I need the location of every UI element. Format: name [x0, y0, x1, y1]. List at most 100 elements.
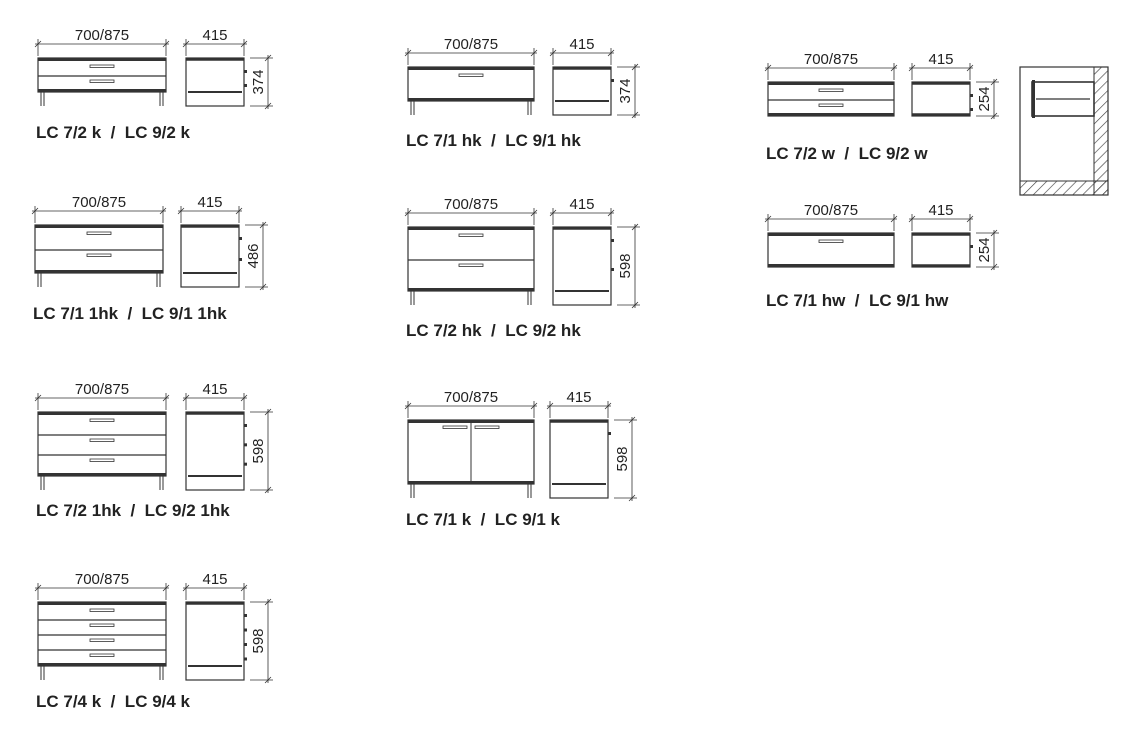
front-view: 700/875: [404, 36, 538, 115]
side-view: 415 598: [546, 389, 637, 502]
module-2: 700/875 415 486 LC 7/1 1hk / LC 9/1 1hk: [31, 194, 268, 323]
depth-dimension: 415: [202, 571, 227, 588]
width-dimension: 700/875: [444, 36, 498, 53]
handle-icon: [89, 638, 115, 642]
height-dimension: 374: [250, 69, 267, 94]
side-view: 415 598: [182, 381, 273, 494]
module-7: 700/875 415 598 LC 7/1 k / LC 9/1 k: [404, 389, 637, 529]
module-5: 700/875 415 374 LC 7/1 hk / LC 9/1 hk: [404, 36, 640, 150]
module-6: 700/875 415 598 LC 7/2 hk / LC 9/2 hk: [404, 196, 640, 340]
model-label: LC 7/2 hk / LC 9/2 hk: [406, 321, 581, 340]
handle-icon: [458, 263, 484, 267]
front-view: 700/875: [34, 27, 170, 106]
front-view: 700/875: [764, 51, 898, 117]
model-label: LC 7/2 1hk / LC 9/2 1hk: [36, 501, 230, 520]
knob-icon: [970, 245, 973, 248]
wall-mount-section-icon: [1019, 66, 1109, 196]
model-label: LC 7/2 k / LC 9/2 k: [36, 123, 191, 142]
height-dimension: 598: [250, 438, 267, 463]
depth-dimension: 415: [202, 381, 227, 398]
knob-icon: [244, 70, 247, 73]
handle-icon: [89, 653, 115, 657]
side-view: 415 254: [908, 51, 999, 120]
handle-icon: [442, 425, 468, 429]
module-9: 700/875 415 254 LC 7/1 hw / LC 9/1 hw: [764, 202, 999, 310]
handle-icon: [458, 233, 484, 237]
width-dimension: 700/875: [72, 194, 126, 211]
height-dimension: 254: [976, 86, 993, 111]
knob-icon: [239, 258, 242, 261]
module-4: 700/875 415 598 LC 7/4 k / LC 9/4 k: [34, 571, 273, 711]
depth-dimension: 415: [569, 196, 594, 213]
model-label: LC 7/1 hw / LC 9/1 hw: [766, 291, 949, 310]
knob-icon: [244, 628, 247, 632]
knob-icon: [244, 462, 247, 466]
knob-icon: [611, 79, 614, 82]
handle-icon: [458, 73, 484, 77]
handle-icon: [818, 239, 844, 243]
depth-dimension: 415: [569, 36, 594, 53]
height-dimension: 486: [245, 243, 262, 268]
module-8: 700/875 415 254 LC 7/2 w / LC 9/2 w: [764, 51, 999, 163]
side-view: 415 486: [177, 194, 268, 291]
knob-icon: [608, 432, 611, 435]
handle-icon: [89, 79, 115, 83]
height-dimension: 374: [617, 78, 634, 103]
knob-icon: [970, 108, 973, 111]
height-dimension: 598: [250, 628, 267, 653]
front-view: 700/875: [31, 194, 167, 287]
module-3: 700/875 415 598 LC 7/2 1hk / LC 9/2 1hk: [34, 381, 273, 520]
handle-icon: [86, 231, 112, 235]
model-label: LC 7/1 k / LC 9/1 k: [406, 510, 561, 529]
front-view: 700/875: [404, 196, 538, 305]
width-dimension: 700/875: [75, 27, 129, 44]
knob-icon: [244, 424, 247, 427]
knob-icon: [244, 443, 247, 447]
width-dimension: 700/875: [444, 389, 498, 406]
height-dimension: 598: [617, 253, 634, 278]
knob-icon: [611, 268, 614, 271]
handle-icon: [89, 438, 115, 442]
knob-icon: [239, 237, 242, 240]
front-view: 700/875: [404, 389, 538, 498]
side-view: 415 254: [908, 202, 999, 271]
knob-icon: [611, 239, 614, 242]
handle-icon: [86, 253, 112, 257]
depth-dimension: 415: [928, 202, 953, 219]
width-dimension: 700/875: [444, 196, 498, 213]
handle-icon: [89, 608, 115, 612]
handle-icon: [474, 425, 500, 429]
module-1: 700/875 415 374 LC 7/2 k / LC 9/2 k: [34, 27, 273, 142]
module-list: 700/875 415 374 LC 7/2 k / LC 9/2 k 700/875 4…: [31, 27, 999, 711]
handle-icon: [818, 103, 844, 107]
depth-dimension: 415: [566, 389, 591, 406]
front-view: 700/875: [34, 381, 170, 490]
width-dimension: 700/875: [804, 51, 858, 68]
depth-dimension: 415: [202, 27, 227, 44]
model-label: LC 7/1 hk / LC 9/1 hk: [406, 131, 581, 150]
side-view: 415 374: [549, 36, 640, 119]
depth-dimension: 415: [928, 51, 953, 68]
model-label: LC 7/2 w / LC 9/2 w: [766, 144, 928, 163]
knob-icon: [244, 657, 247, 661]
side-view: 415 598: [182, 571, 273, 684]
handle-icon: [89, 64, 115, 68]
model-label: LC 7/1 1hk / LC 9/1 1hk: [33, 304, 227, 323]
handle-icon: [89, 623, 115, 627]
side-view: 415 598: [549, 196, 640, 309]
depth-dimension: 415: [197, 194, 222, 211]
width-dimension: 700/875: [75, 571, 129, 588]
knob-icon: [244, 643, 247, 646]
model-label: LC 7/4 k / LC 9/4 k: [36, 692, 191, 711]
height-dimension: 254: [976, 237, 993, 262]
handle-icon: [89, 418, 115, 422]
width-dimension: 700/875: [804, 202, 858, 219]
handle-icon: [89, 458, 115, 462]
width-dimension: 700/875: [75, 381, 129, 398]
height-dimension: 598: [614, 446, 631, 471]
front-view: 700/875: [34, 571, 170, 680]
side-view: 415 374: [182, 27, 273, 110]
front-view: 700/875: [764, 202, 898, 268]
handle-icon: [818, 88, 844, 92]
